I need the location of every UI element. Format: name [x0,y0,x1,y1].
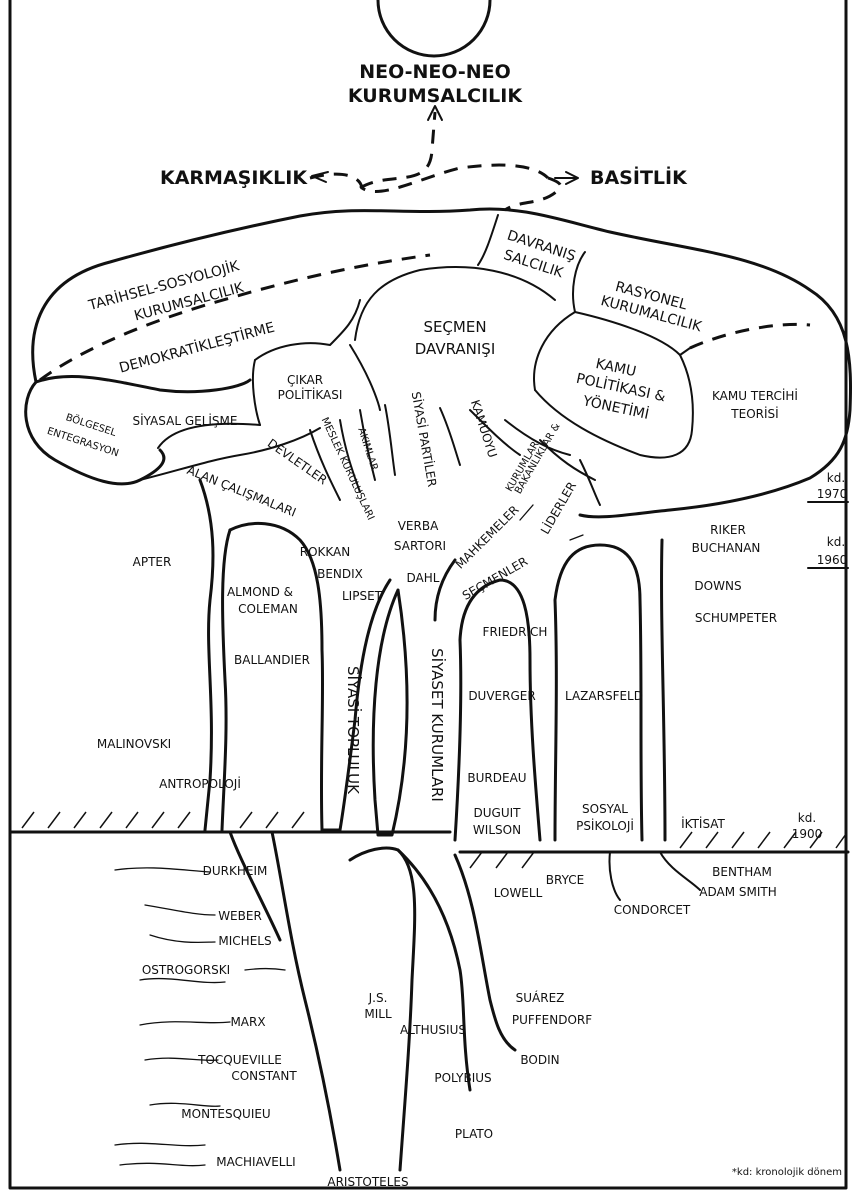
top-semicircle [378,0,490,56]
root-polybius: POLYBIUS [434,1071,491,1085]
label-antropoloji: ANTROPOLOJİ [159,776,241,791]
label-siyasi-topluluk: SİYASİ TOPLULUK [344,666,363,795]
name-apter: APTER [133,555,172,569]
label-sosyal-1: SOSYAL [582,802,628,816]
root-montesquieu: MONTESQUIEU [181,1107,270,1121]
name-verba: VERBA [398,519,439,533]
name-wilson: WILSON [473,823,521,837]
label-sosyal-2: PSİKOLOJİ [576,818,634,833]
name-malinovski: MALINOVSKI [97,737,171,751]
root-michels: MICHELS [218,934,271,948]
root-bryce: BRYCE [546,873,584,887]
name-lipset: LIPSET [342,589,383,603]
kd-year-1960: 1960 [817,553,848,567]
root-suarez: SUÁREZ [516,990,565,1005]
root-marx: MARX [230,1015,265,1029]
top-title-line2: KURUMSALCILIK [348,85,523,107]
root-bentham: BENTHAM [712,865,772,879]
name-lazarsfeld: LAZARSFELD [565,689,643,703]
kd-footnote: *kd: kronolojik dönem [732,1167,842,1178]
kd-label-1970: kd. [827,471,845,485]
root-condorcet: CONDORCET [614,903,691,917]
label-partiler: SİYASİ PARTİLER [409,390,441,488]
kd-year-1900: 1900 [792,827,823,841]
name-bendix: BENDIX [317,567,363,581]
top-title-line1: NEO-NEO-NEO [359,61,511,83]
name-downs: DOWNS [694,579,741,593]
kd-label-1960: kd. [827,535,845,549]
name-almond-2: COLEMAN [238,602,298,616]
root-lowell: LOWELL [494,886,543,900]
label-akimlar: AKIMLAR [355,426,379,472]
root-bodin: BODIN [520,1053,559,1067]
name-duverger: DUVERGER [468,689,535,703]
root-durkheim: DURKHEIM [203,864,268,878]
name-duguit: DUGUIT [474,806,522,820]
label-cikar-2: POLİTİKASI [278,387,343,402]
label-iktisat: İKTİSAT [681,816,725,831]
name-dahl: DAHL [407,571,440,585]
label-siyasal-gelisme: SİYASAL GELİŞME [133,413,238,428]
root-js: J.S. [368,991,388,1005]
name-schumpeter: SCHUMPETER [695,611,777,625]
label-kamu-tercih-2: TEORİSİ [730,406,778,421]
root-aristoteles: ARISTOTELES [327,1175,408,1189]
label-alan: ALAN ÇALIŞMALARI [185,463,298,520]
evolution-arrows [310,106,578,210]
root-ostrogorski: OSTROGORSKI [142,963,230,977]
name-burdeau: BURDEAU [467,771,526,785]
name-sartori: SARTORI [394,539,446,553]
root-weber: WEBER [218,909,262,923]
label-secmen-2: DAVRANIŞI [415,340,496,358]
label-liderler: LİDERLER [537,479,579,537]
kd-year-1970: 1970 [817,487,848,501]
label-demokratik: DEMOKRATİKLEŞTİRME [117,318,276,377]
root-puffendorf: PUFFENDORF [512,1013,592,1027]
label-kamuoyu: KAMUOYU [468,398,500,459]
name-rokkan: ROKKAN [300,545,351,559]
name-riker: RIKER [710,523,746,537]
name-buchanan: BUCHANAN [692,541,761,555]
label-kamu-tercih-1: KAMU TERCİHİ [712,388,798,403]
root-machiavelli: MACHIAVELLI [216,1155,295,1169]
label-basitlik: BASİTLİK [590,165,688,189]
name-ballandier: BALLANDIER [234,653,310,667]
root-constant: CONSTANT [231,1069,297,1083]
label-karmasiklik: KARMAŞIKLIK [160,167,308,189]
label-secmen-1: SEÇMEN [423,318,486,336]
root-mill: MILL [364,1007,392,1021]
name-almond-1: ALMOND & [227,585,293,599]
root-althusius: ALTHUSIUS [400,1023,466,1037]
root-plato: PLATO [455,1127,493,1141]
root-tocqueville: TOCQUEVILLE [197,1053,282,1067]
root-adam-smith: ADAM SMITH [699,885,776,899]
label-devletler: DEVLETLER [265,436,330,487]
label-siyaset-kurumlari: SİYASET KURUMLARI [428,648,447,802]
label-cikar-1: ÇIKAR [287,373,323,387]
name-friedrich: FRIEDRICH [483,625,548,639]
kd-label-1900: kd. [798,811,816,825]
